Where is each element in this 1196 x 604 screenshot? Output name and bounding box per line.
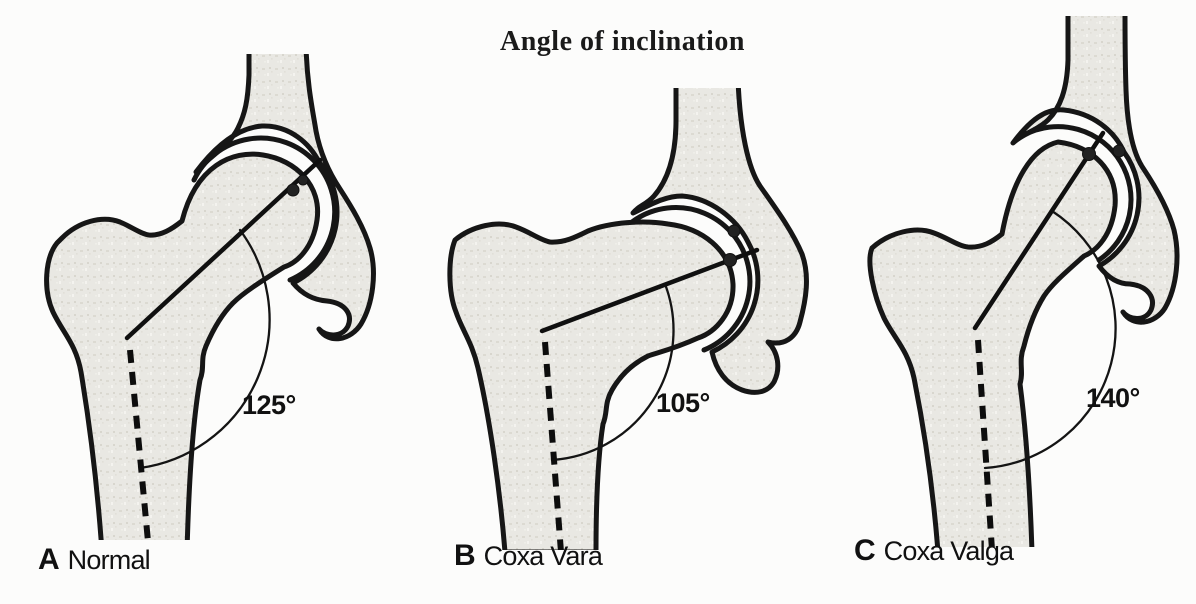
angle-value-label-c: 140° <box>1086 383 1140 413</box>
panel-caption-b: B Coxa Vara <box>454 539 603 573</box>
caption-letter: B <box>454 539 476 572</box>
caption-name: Coxa Vara <box>483 541 603 571</box>
femur-outline <box>44 151 321 540</box>
caption-name: Coxa Valga <box>883 536 1014 566</box>
femoral-neck-axis-line <box>539 247 760 334</box>
caption-letter: C <box>854 534 876 567</box>
pelvis-outline <box>1010 16 1180 325</box>
axis-pin-dot <box>1082 147 1096 161</box>
acetabulum-rim-arc <box>1021 124 1134 263</box>
femoral-neck-axis-line <box>972 130 1106 331</box>
pelvis-outline <box>193 54 376 342</box>
panel-b-illustration <box>447 88 809 550</box>
angle-arc <box>550 282 675 462</box>
axis-pin-dot <box>727 224 741 238</box>
panel-caption-a: A Normal <box>38 543 151 577</box>
femur-outline <box>867 139 1118 547</box>
angle-arc <box>138 228 271 470</box>
axis-pin-dot <box>723 253 737 267</box>
pelvis-outline <box>630 88 809 395</box>
axis-pin-dot <box>297 174 309 186</box>
angle-arc <box>983 209 1117 470</box>
panel-a-illustration <box>44 54 376 540</box>
panel-c-illustration <box>867 16 1180 547</box>
figure-title: Angle of inclination <box>500 26 745 57</box>
angle-value-label-b: 105° <box>656 388 710 418</box>
caption-letter: A <box>38 543 60 576</box>
axis-pin-dot <box>286 183 300 197</box>
axis-pin-dot <box>1112 144 1126 158</box>
panel-caption-c: C Coxa Valga <box>854 534 1014 568</box>
caption-name: Normal <box>67 545 151 575</box>
angle-value-label-a: 125° <box>242 390 296 420</box>
femur-outline <box>447 219 736 550</box>
femoral-shaft-axis-dashed-line <box>127 349 151 540</box>
acetabulum-rim-arc <box>191 135 338 283</box>
